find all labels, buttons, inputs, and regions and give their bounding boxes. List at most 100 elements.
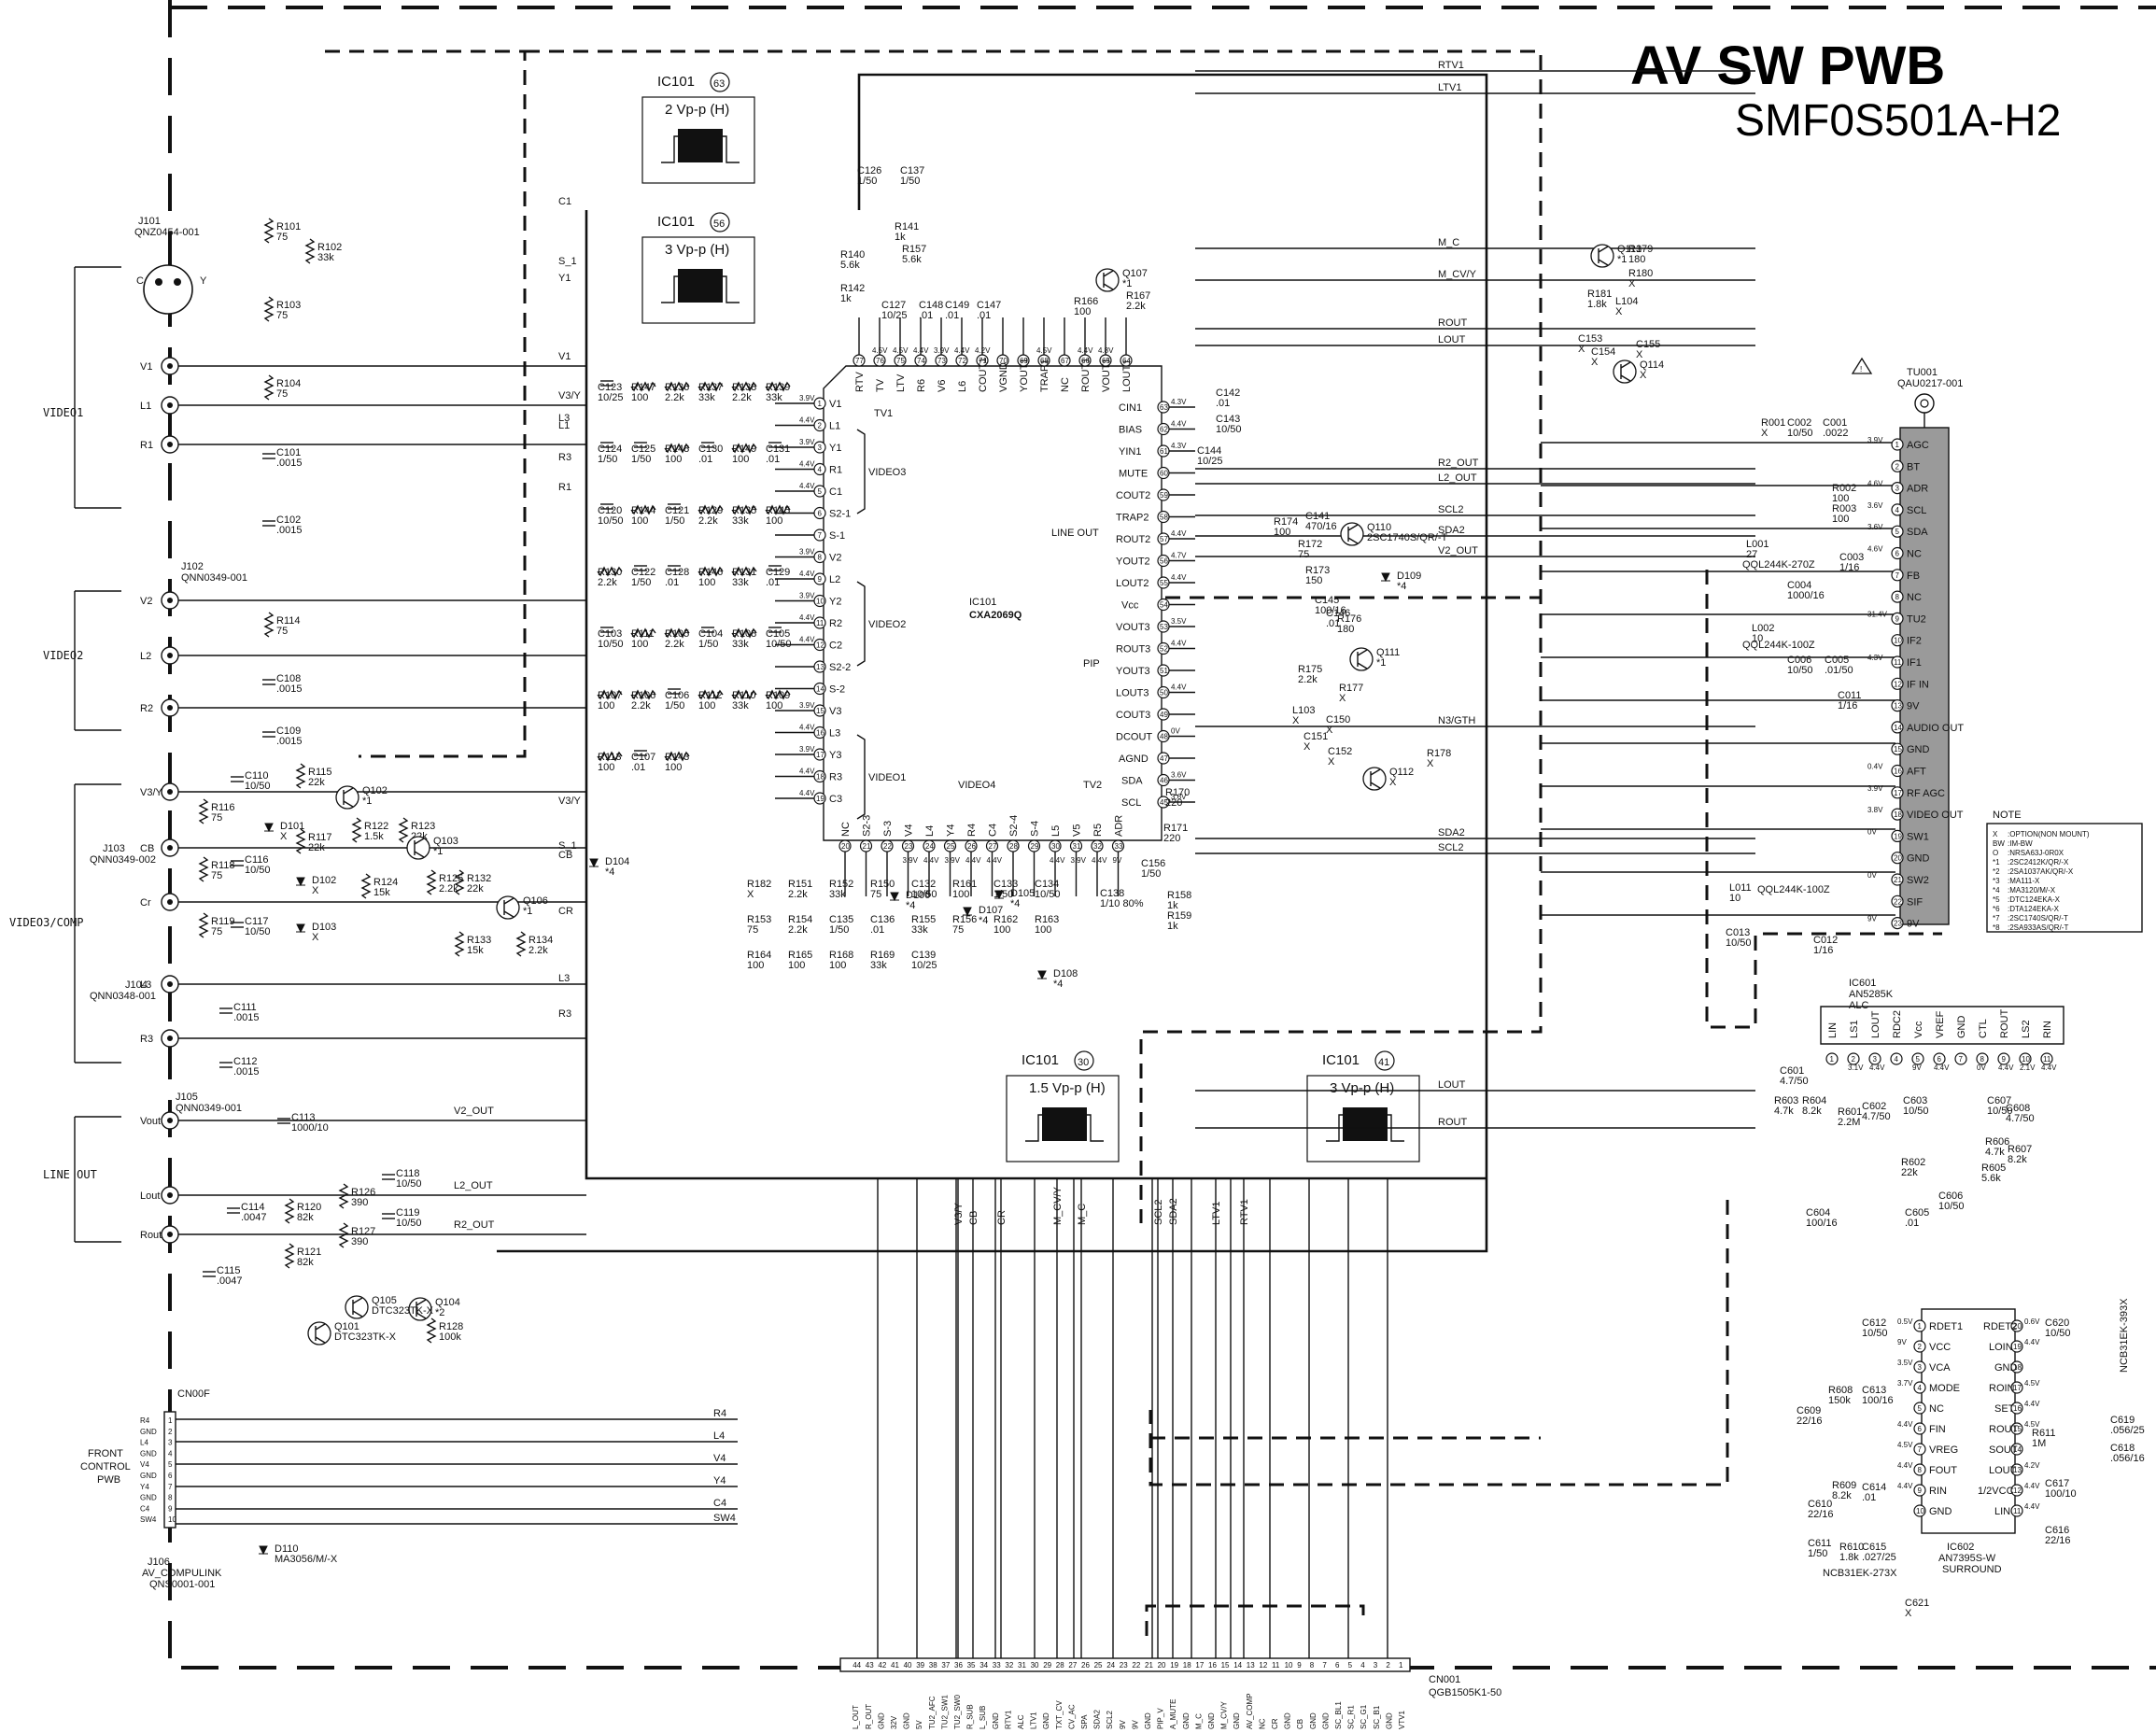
component-value: 33k [732,639,749,650]
component-value: 33k [829,889,846,900]
cn001-pin-name: GND [1042,1712,1050,1729]
component-value: X [1427,758,1434,769]
ic101-bottom-pin-name: NC [840,822,852,837]
diode-note: *4 [906,900,915,911]
tuner-part-value: 10 [1729,893,1740,904]
component-ref: R177 [1339,683,1363,694]
ic601: IC601 AN5285K ALC 1LIN2LS13.1V3LOUT4.4V4… [1774,978,2064,1229]
resistor-r121 [284,1243,295,1269]
waveform-ic-label: IC101 [657,74,695,90]
ic101-bottom-pin-voltage: 4.4V [987,856,1003,865]
ic602-pin-name: ROUT [1989,1424,2018,1435]
title-main: AV SW PWB [1630,35,1945,96]
ic101-pin-voltage: 4.4V [1171,420,1187,429]
pin-number: 13 [816,663,824,671]
jack-label: L1 [140,401,151,412]
component-value: 100 [829,960,846,971]
note-value: :2SA933AS/QR/-T [2008,923,2068,932]
ic101-bottom-pin-voltage: 3.9V [903,856,919,865]
component-ref: R127 [351,1226,375,1237]
transistor-ref: Q111 [1376,647,1400,658]
component-ref: R152 [829,879,853,890]
tuner-part-ref: R003 [1832,503,1856,514]
cn001-pin-number: 20 [1158,1661,1166,1670]
ic601-pin-voltage: 4.4V [2041,1064,2057,1072]
pin-number: 4 [1895,1055,1899,1064]
ic101-bottom-pin-voltage: 4.4V [1092,856,1107,865]
net-label: RTV1 [1438,60,1464,71]
ic602-pin-voltage: 4.4V [2024,1338,2040,1346]
pin-number: 19 [816,795,824,803]
pin-number: 19 [2013,1343,2022,1351]
tuner-part-value: 1000/16 [1787,590,1825,601]
svg-text:!: ! [1860,365,1862,373]
tuner-part: QAU0217-001 [1897,378,1963,389]
pin-number: 54 [1160,601,1168,610]
ic101-pin-voltage: 4.4V [799,482,815,490]
ic101-group-label: VIDEO3 [868,467,906,478]
pin-number: 28 [1009,842,1018,851]
ic101-pin-name: YOUT3 [1116,666,1150,677]
tuner-part-value: 10 [1752,633,1763,644]
tuner-pin [1891,721,1904,734]
component-value: 1k [1167,900,1178,911]
cn001-pin-number: 35 [967,1661,976,1670]
tuner-pin-name: SDA [1907,527,1928,538]
pin-number: 21 [863,842,871,851]
group-name: VIDEO3/COMP [9,916,83,929]
component-value: 33k [732,515,749,527]
cn001-column-label: M_C [1077,1204,1088,1225]
transistor-leads [1598,246,1609,266]
component-ref: R158 [1167,890,1191,901]
resistor-r113 [597,751,623,762]
pin-number: 10 [1916,1507,1924,1515]
tuner-coil: QQL244K-100Z [1757,884,1830,895]
ic602-part-ref: C614 [1862,1482,1886,1493]
diode-ref: D102 [312,875,336,886]
ic601-part-ref: C601 [1780,1065,1804,1077]
component-ref: R139 [766,382,790,393]
ic601-part-ref: C603 [1903,1095,1927,1106]
cn001-pin-number: 24 [1106,1661,1115,1670]
net-label: S_1 [558,256,577,267]
pin-number: 10 [1894,637,1902,645]
ic101-bottom-pin-name: R4 [966,824,978,837]
component-value: 10/50 [396,1178,422,1190]
ic101-pin-voltage: 4.4V [1171,640,1187,648]
cn001-pin-number: 44 [853,1661,861,1670]
ic101-pin-voltage: 4.4V [799,789,815,797]
tuner-part-ref: R002 [1832,483,1856,494]
ic101-pin-voltage: 4.4V [799,613,815,622]
diode-icon [264,823,274,833]
net-label: ROUT [1438,1117,1467,1128]
tuner-pin [1891,852,1904,865]
cn00f-pin-number: 1 [168,1416,173,1425]
pin-number: 17 [1894,789,1902,797]
ic602-ref: IC602 [1947,1542,1974,1553]
component-value: 100 [766,700,782,712]
cn001-pin-name: 9V [1131,1720,1139,1729]
pin-number: 22 [883,842,892,851]
component-value: 100 [631,515,648,527]
ic101-pin-voltage: 4.3V [1171,398,1187,406]
ic602-left-pin [1913,1422,1926,1435]
transistor-leads [1347,524,1359,544]
ic101-pin-voltage: 4.4V [1171,529,1187,538]
ic101-pin-voltage: 3.5V [1171,617,1187,626]
ic602-right-pin [2010,1381,2023,1394]
resistor-r149 [731,443,757,454]
ic101-bottom-pin-name: Y4 [946,824,957,837]
resistor-r145 [765,504,791,515]
component-value: .01 [766,577,780,588]
transistor-note: DTC323TK-X [334,1331,397,1343]
pin-number: 5 [1918,1404,1923,1413]
pin-number: 46 [1160,777,1168,785]
resistor-r128 [426,1317,437,1344]
pin-number: 13 [1894,702,1902,711]
cn001-pin-number: 15 [1221,1661,1230,1670]
ic101-right-pins: 63CIN14.3V62BIAS4.4V61YIN14.3V60MUTE59CO… [1116,398,1195,809]
resistor-r123 [398,817,409,843]
component-ref: R176 [1337,613,1361,625]
